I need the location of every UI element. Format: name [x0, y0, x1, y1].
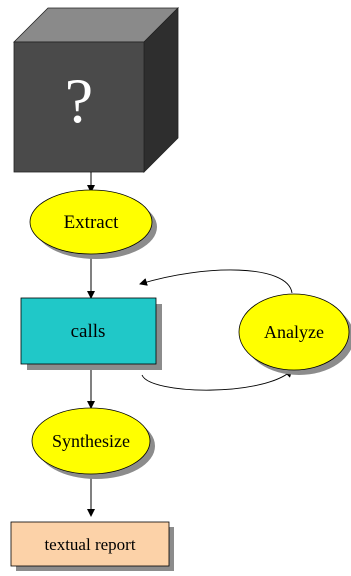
black-box: ? — [13, 7, 179, 173]
synthesize-node-label: Synthesize — [52, 431, 130, 451]
edge-calls-to-analyze — [141, 369, 293, 391]
analyze-node-shape — [238, 293, 350, 371]
calls-node: calls — [20, 297, 162, 370]
calls-node-shape — [20, 297, 157, 365]
textual-report-node-label: textual report — [44, 535, 135, 554]
black-box-front-face — [13, 41, 145, 173]
extract-node-label: Extract — [64, 212, 120, 233]
synthesize-node-shape — [31, 407, 151, 475]
calls-node-label: calls — [71, 321, 106, 342]
synthesize-node: Synthesize — [31, 407, 155, 479]
edge-analyze-to-calls — [139, 269, 293, 294]
analyze-node-label: Analyze — [264, 322, 324, 342]
question-mark-icon: ? — [65, 65, 93, 136]
edges — [87, 172, 293, 517]
analyze-node: Analyze — [238, 293, 351, 375]
textual-report-node-shape — [10, 521, 170, 567]
extract-node: Extract — [29, 189, 157, 259]
textual-report-node: textual report — [10, 521, 174, 571]
extract-node-shape — [29, 189, 153, 255]
